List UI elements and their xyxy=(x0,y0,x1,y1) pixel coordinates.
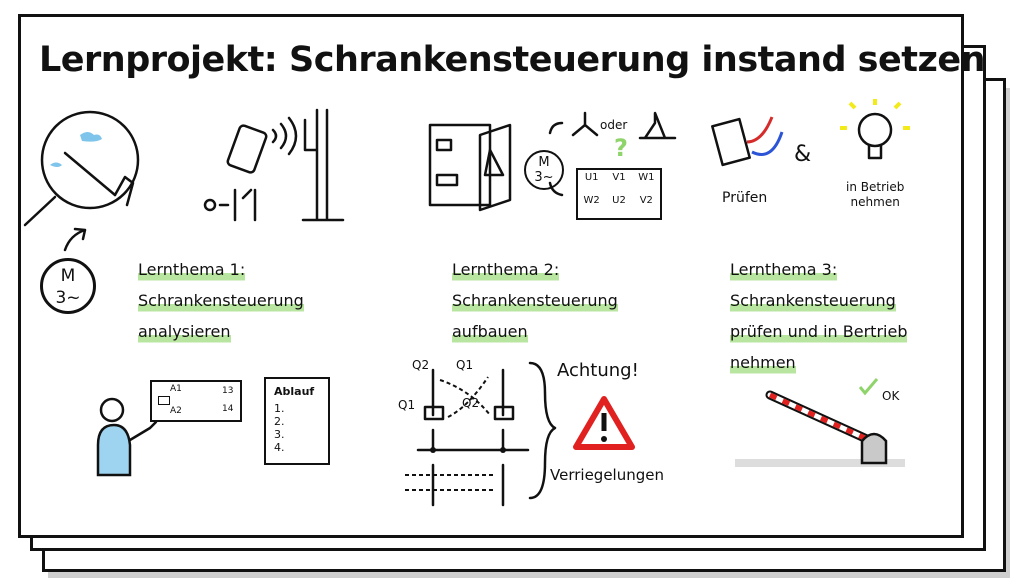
procedure-sheet: Ablauf 1. 2. 3. 4. xyxy=(264,377,330,465)
topic-3-line: prüfen und in Bertrieb xyxy=(730,316,908,347)
label-q1-coil: Q1 xyxy=(398,398,416,412)
topic-2-heading: Lernthema 2: xyxy=(452,254,560,285)
topic-2-line: Schrankensteuerung xyxy=(452,285,618,316)
chalkboard: A1 A2 13 14 xyxy=(150,380,242,422)
terminal-w1: W1 xyxy=(638,172,655,183)
label-q1-top: Q1 xyxy=(456,358,474,372)
question-mark: ? xyxy=(614,134,628,162)
motor-label: 3~ xyxy=(55,288,81,308)
label-q2-coil: Q2 xyxy=(462,396,480,410)
commission-line: in Betrieb xyxy=(846,180,905,194)
board-14: 14 xyxy=(222,404,234,414)
barrier-icon xyxy=(735,378,905,467)
board-a2: A2 xyxy=(170,406,182,416)
warning-triangle-icon xyxy=(573,396,635,450)
topic-1: Lernthema 1: Schrankensteuerung analysie… xyxy=(138,254,304,347)
magnifier-icon xyxy=(23,110,140,227)
terminal-v2: V2 xyxy=(639,195,653,206)
motor-symbol-2: M 3~ xyxy=(524,150,564,190)
board-13: 13 xyxy=(222,386,234,396)
topic-2: Lernthema 2: Schrankensteuerung aufbauen xyxy=(452,254,618,347)
or-label: oder xyxy=(600,118,628,132)
terminal-w2: W2 xyxy=(583,195,600,206)
warning-heading: Achtung! xyxy=(557,360,639,381)
arrow-icon xyxy=(63,227,87,252)
coil-symbol xyxy=(158,396,170,405)
motor-label: M xyxy=(60,266,76,286)
topic-1-heading: Lernthema 1: xyxy=(138,254,246,285)
label-q2-top: Q2 xyxy=(412,358,430,372)
topic-3-line: Schrankensteuerung xyxy=(730,285,896,316)
ampersand: & xyxy=(794,142,812,167)
terminal-u1: U1 xyxy=(584,172,599,183)
topic-3-heading: Lernthema 3: xyxy=(730,254,838,285)
topic-2-line: aufbauen xyxy=(452,316,528,347)
curly-brace xyxy=(528,361,557,500)
procedure-step: 4. xyxy=(274,441,285,454)
topic-3-line: nehmen xyxy=(730,347,796,378)
motor-label: M xyxy=(538,155,550,170)
terminal-u2: U2 xyxy=(612,195,626,206)
motor-symbol-1: M 3~ xyxy=(40,258,96,314)
light-bulb-icon xyxy=(840,99,910,160)
commission-label: in Betrieb nehmen xyxy=(846,180,904,210)
motor-label: 3~ xyxy=(534,170,554,185)
interlock-circuit xyxy=(405,368,530,507)
teacher-figure xyxy=(96,397,158,477)
page-title: Lernprojekt: Schrankensteuerung instand … xyxy=(38,40,986,80)
interlock-label: Verriegelungen xyxy=(550,466,664,484)
procedure-step: 2. xyxy=(274,415,285,428)
procedure-step: 1. xyxy=(274,402,285,415)
topic-3: Lernthema 3: Schrankensteuerung prüfen u… xyxy=(730,254,908,378)
check-label: Prüfen xyxy=(722,190,768,206)
board-a1: A1 xyxy=(170,384,182,394)
multimeter-icon xyxy=(711,116,784,167)
control-cabinet-icon xyxy=(428,123,512,212)
light-barrier-icon xyxy=(203,108,345,222)
commission-line: nehmen xyxy=(850,195,900,209)
terminal-v1: V1 xyxy=(612,172,626,183)
terminal-box: U1 V1 W1 W2 U2 V2 xyxy=(576,168,662,220)
topic-1-line: analysieren xyxy=(138,316,231,347)
procedure-step: 3. xyxy=(274,428,285,441)
procedure-title: Ablauf xyxy=(274,385,315,398)
star-delta-symbols xyxy=(548,111,677,197)
topic-1-line: Schrankensteuerung xyxy=(138,285,304,316)
ok-label: OK xyxy=(882,389,900,403)
